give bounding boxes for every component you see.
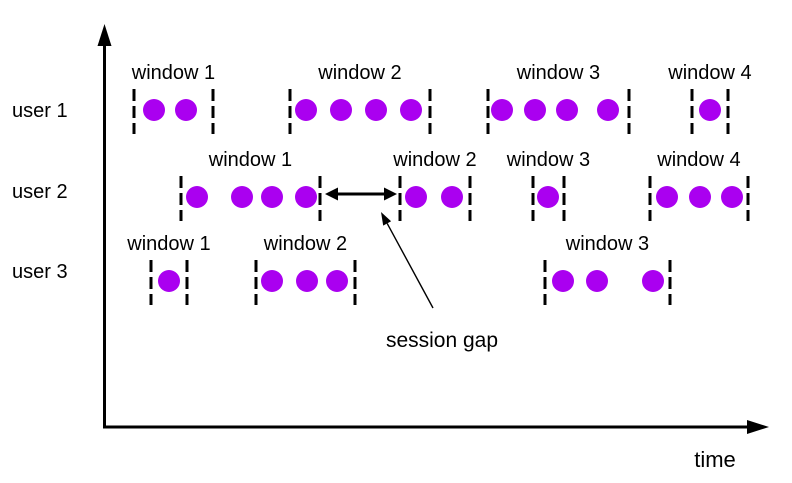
window-label: window 3	[565, 233, 649, 255]
event-dot	[175, 99, 197, 121]
session-gap-arrowhead-right-icon	[384, 187, 397, 201]
window-label: window 1	[126, 233, 210, 255]
event-dot	[699, 99, 721, 121]
event-dot	[656, 186, 678, 208]
event-dot	[296, 270, 318, 292]
event-dot	[491, 99, 513, 121]
event-dot	[400, 99, 422, 121]
annotation-pointer-arrowhead-icon	[381, 212, 392, 226]
event-dot	[721, 186, 743, 208]
axes: time	[97, 24, 769, 472]
event-dot	[330, 99, 352, 121]
event-dot	[597, 99, 619, 121]
user-row: user 2 window 1 window 2 window 3 window 4	[12, 149, 750, 221]
event-dot	[365, 99, 387, 121]
user-label: user 2	[12, 181, 68, 203]
event-dot	[186, 186, 208, 208]
user-row: user 3 window 1 window 2 window 3	[12, 233, 672, 305]
session-gap-arrowhead-left-icon	[325, 187, 338, 201]
window-label: window 1	[131, 62, 215, 84]
event-dot	[295, 186, 317, 208]
event-dot	[642, 270, 664, 292]
session-gap-annotation: session gap	[325, 187, 498, 352]
window-label: window 4	[667, 62, 751, 84]
session-gap-label: session gap	[386, 329, 498, 352]
event-dot	[326, 270, 348, 292]
event-dot	[143, 99, 165, 121]
annotation-pointer-line	[386, 223, 434, 309]
event-dot	[524, 99, 546, 121]
event-dot	[405, 186, 427, 208]
event-dot	[261, 186, 283, 208]
user-label: user 1	[12, 100, 68, 122]
window-label: window 2	[392, 149, 476, 171]
event-dot	[295, 99, 317, 121]
window-label: window 1	[208, 149, 292, 171]
x-axis-arrowhead-icon	[747, 420, 769, 434]
event-dot	[537, 186, 559, 208]
window-label: window 3	[516, 62, 600, 84]
window-label: window 2	[263, 233, 347, 255]
y-axis-arrowhead-icon	[97, 24, 112, 46]
event-dot	[556, 99, 578, 121]
event-dot	[231, 186, 253, 208]
event-dot	[586, 270, 608, 292]
event-dot	[158, 270, 180, 292]
event-dot	[261, 270, 283, 292]
window-label: window 2	[317, 62, 401, 84]
event-dot	[552, 270, 574, 292]
event-dot	[689, 186, 711, 208]
window-label: window 4	[656, 149, 740, 171]
user-label: user 3	[12, 261, 68, 283]
user-row: user 1 window 1 window 2 window 3 window 4	[12, 62, 752, 134]
event-dot	[441, 186, 463, 208]
window-label: window 3	[506, 149, 590, 171]
x-axis-label: time	[694, 447, 736, 472]
